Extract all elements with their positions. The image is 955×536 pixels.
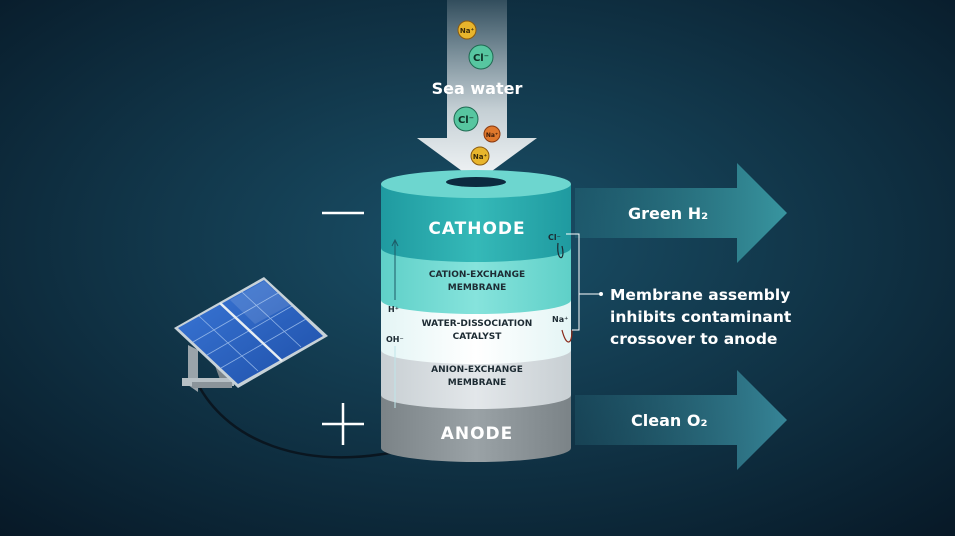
anion-exchange-membrane-layer (381, 350, 571, 409)
cl-rejected-label: Cl⁻ (548, 233, 561, 242)
anode-label: ANODE (441, 424, 514, 444)
cem-label-2: MEMBRANE (448, 283, 507, 293)
cation-exchange-membrane-layer (381, 248, 571, 314)
aem-label-2: MEMBRANE (448, 378, 507, 388)
callout-line-1: Membrane assembly (610, 286, 790, 304)
oxygen-label: Clean O₂ (631, 411, 707, 430)
sea-water-arrow (417, 0, 537, 182)
na-ion-top (457, 20, 477, 40)
sea-water-ions: Na⁺ Cl⁻ Cl⁻ Na⁺ Na⁺ (453, 20, 501, 166)
electrolyzer-stack: CATHODE CATION-EXCHANGE MEMBRANE WATER-D… (381, 170, 603, 462)
hydrogen-output-arrow (575, 163, 787, 263)
wdc-label-2: CATALYST (453, 332, 503, 342)
aem-label-1: ANION-EXCHANGE (431, 365, 523, 375)
hydrogen-label: Green H₂ (628, 204, 708, 223)
oxygen-output-arrow (575, 370, 787, 470)
cathode-layer (381, 184, 571, 262)
cl-ion-top (468, 44, 494, 70)
na-rejection-curve (561, 329, 573, 343)
cl-ion-bottom-label: Cl⁻ (458, 115, 474, 126)
anode-layer (381, 395, 571, 462)
na-rejected-label: Na⁺ (552, 315, 568, 324)
na-ion-orange (483, 125, 501, 143)
cl-ion-top-label: Cl⁻ (473, 53, 489, 64)
na-ion-bottom-label: Na⁺ (473, 153, 488, 161)
wire (198, 387, 396, 459)
callout-dot (599, 292, 603, 296)
na-ion-top-label: Na⁺ (460, 27, 475, 35)
cem-label-1: CATION-EXCHANGE (429, 270, 525, 280)
na-ion-orange-label: Na⁺ (486, 132, 498, 139)
cl-rejection-curve (557, 242, 564, 259)
na-ion-bottom (470, 146, 490, 166)
cl-ion-bottom (453, 106, 479, 132)
wdc-label-1: WATER-DISSOCIATION (422, 319, 533, 329)
h-ion-label: H⁺ (388, 305, 399, 314)
solar-panel-icon (174, 277, 328, 392)
sea-water-label: Sea water (432, 79, 523, 98)
oh-ion-label: OH⁻ (386, 335, 404, 344)
callout-line-2: inhibits contaminant (610, 308, 792, 326)
cathode-label: CATHODE (428, 219, 525, 239)
callout-line-3: crossover to anode (610, 330, 777, 348)
cylinder-opening (446, 177, 506, 187)
h-ion-arrowhead (391, 238, 399, 247)
water-dissociation-catalyst-layer (381, 300, 571, 364)
callout-bracket (566, 233, 580, 331)
positive-sign-icon (322, 403, 364, 445)
